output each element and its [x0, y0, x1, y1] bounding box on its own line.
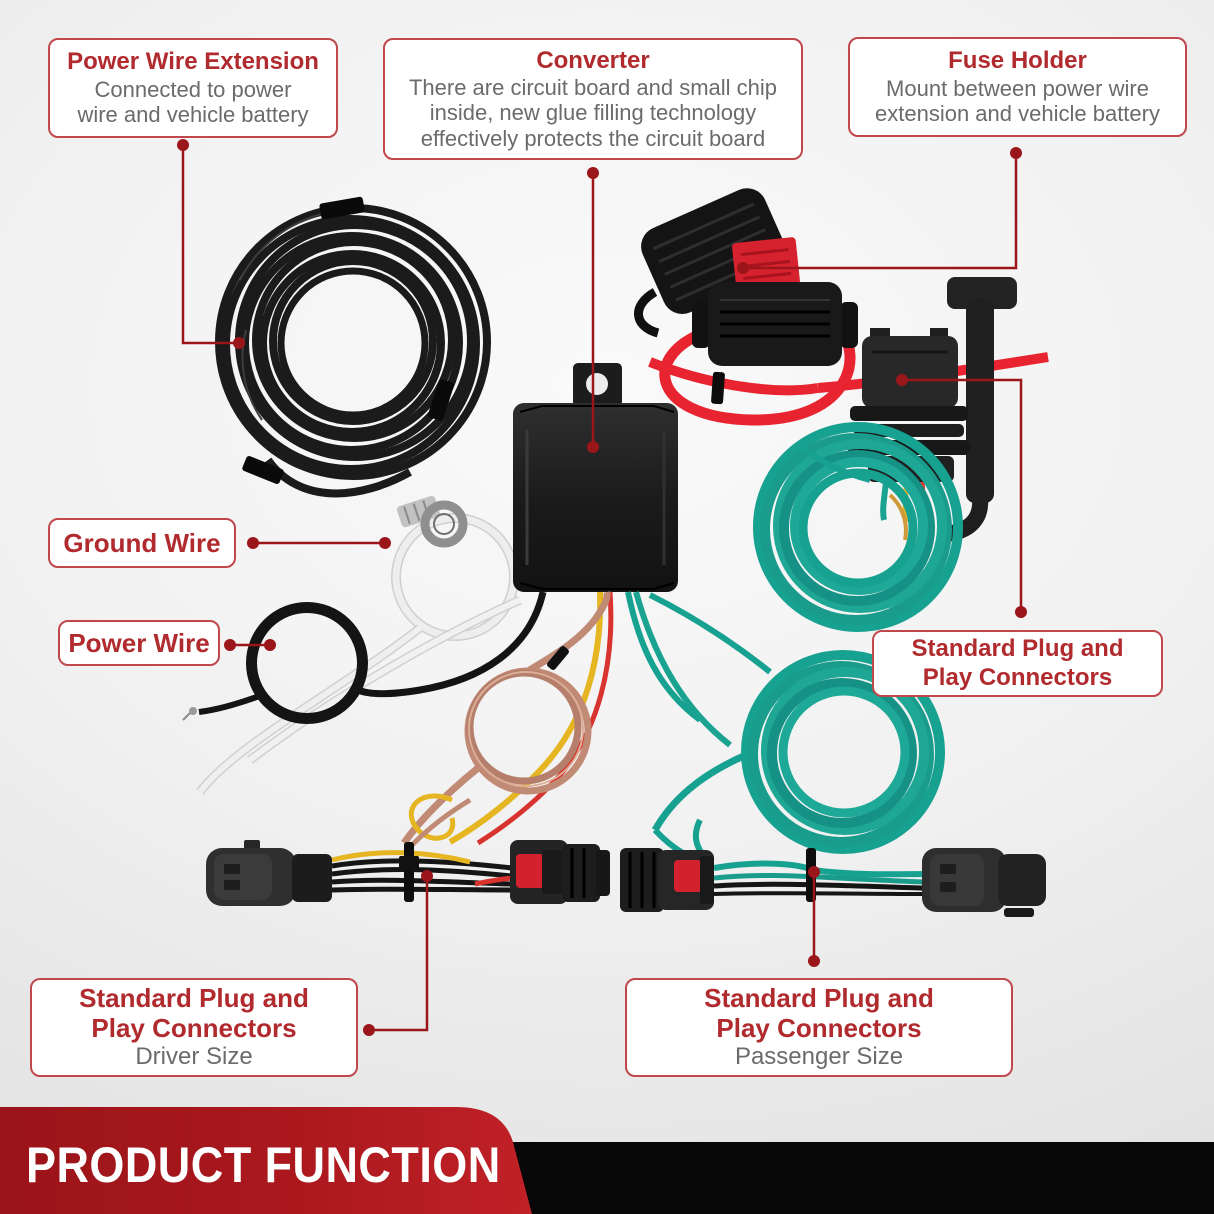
callout-leader-lines [177, 139, 1027, 1036]
callout-description-line: Mount between power wire [886, 75, 1149, 101]
callout-title-line: Standard Plug and [704, 982, 934, 1013]
banner-title: PRODUCT FUNCTION [26, 1137, 501, 1193]
callout-fuse-holder: Fuse Holder Mount between power wire ext… [848, 37, 1187, 137]
callout-title-line: Standard Plug and [911, 634, 1124, 662]
converter-output-wires [448, 591, 732, 846]
leader-power-wire-extension [177, 139, 245, 349]
callout-title-line: Play Connectors [716, 1012, 922, 1043]
leader-power-wire [224, 639, 276, 651]
brown-wire-loop [401, 591, 611, 847]
callout-plug-connectors: Standard Plug and Play Connectors [872, 630, 1163, 697]
callout-description-line: wire and vehicle battery [77, 102, 309, 128]
passenger-connector-assembly [620, 818, 1046, 917]
leader-passenger-connectors [808, 866, 820, 967]
callout-converter: Converter There are circuit board and sm… [383, 38, 803, 160]
callout-description-line: effectively protects the circuit board [420, 125, 766, 151]
wire-coil-green-lower [648, 592, 945, 871]
converter-box [513, 363, 678, 592]
callout-description-line: Connected to power [94, 76, 292, 102]
leader-converter [587, 167, 599, 453]
callout-ground-wire: Ground Wire [48, 518, 236, 568]
power-wire-extension-coil [215, 196, 491, 498]
callout-title: Power Wire [68, 627, 210, 658]
callout-driver-connectors: Standard Plug and Play Connectors Driver… [30, 978, 358, 1077]
callout-subtitle: Driver Size [135, 1043, 253, 1071]
fuse-holder [634, 188, 1049, 426]
callout-title: Ground Wire [63, 527, 221, 558]
wire-coil-green-upper [753, 422, 963, 632]
callout-description-line: extension and vehicle battery [875, 101, 1160, 127]
callout-subtitle: Passenger Size [734, 1043, 904, 1071]
callout-passenger-connectors: Standard Plug and Play Connectors Passen… [625, 978, 1013, 1077]
driver-connector-assembly [206, 840, 610, 906]
callout-description-line: inside, new glue filling technology [429, 100, 757, 126]
banner-red-ribbon [0, 1107, 532, 1214]
callout-title-line: Standard Plug and [79, 982, 309, 1013]
leader-driver-connectors [363, 870, 433, 1036]
leader-fuse-holder [737, 147, 1022, 274]
leader-plug-connectors [896, 374, 1027, 618]
callout-title-line: Play Connectors [91, 1012, 297, 1043]
bottom-banner [0, 1107, 1214, 1214]
callout-description-line: There are circuit board and small chip [408, 74, 778, 100]
callout-power-wire: Power Wire [58, 620, 220, 666]
callout-power-wire-extension: Power Wire Extension Connected to power … [48, 38, 338, 138]
callout-title-line: Play Connectors [922, 663, 1113, 691]
power-wire-loop [182, 591, 547, 724]
callout-title: Converter [536, 46, 650, 74]
callout-title: Power Wire Extension [67, 48, 319, 76]
trailer-connector-bracket [943, 277, 1017, 542]
leader-ground-wire [247, 537, 391, 549]
callout-title: Fuse Holder [948, 47, 1087, 75]
